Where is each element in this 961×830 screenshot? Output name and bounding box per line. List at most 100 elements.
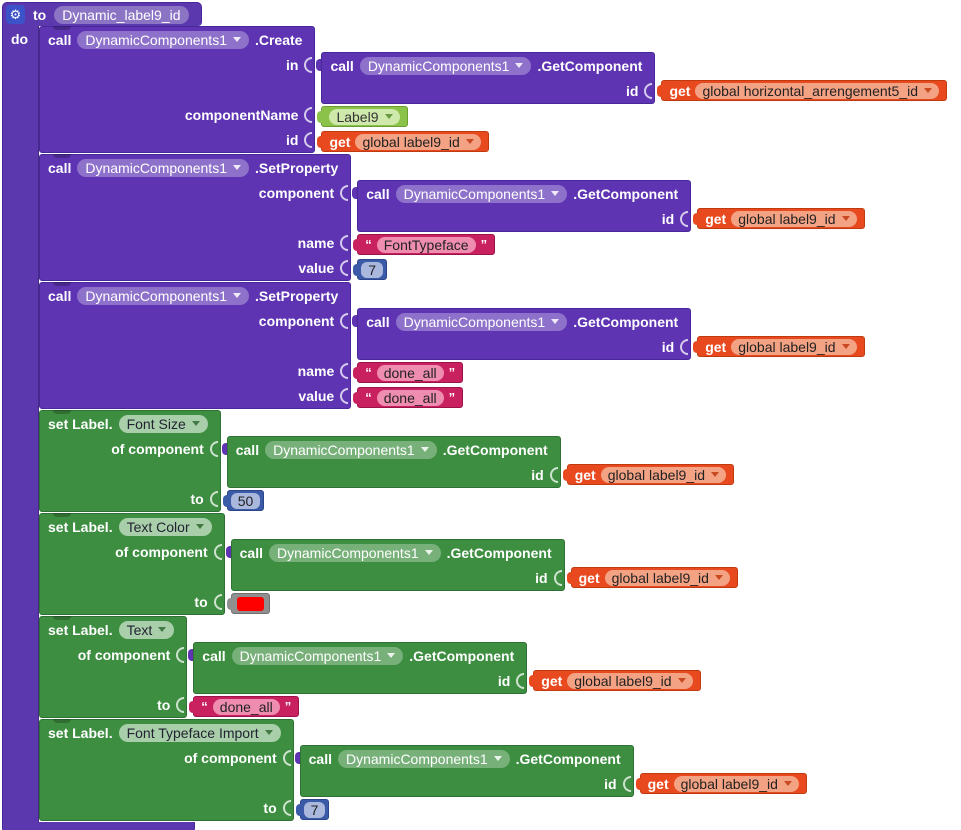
- number-value[interactable]: 7: [361, 261, 384, 278]
- variable-dropdown[interactable]: global label9_id: [567, 672, 693, 689]
- chevron-down-icon: [493, 756, 502, 761]
- get-label: get: [647, 775, 669, 792]
- component-dropdown-value: DynamicComponents1: [276, 544, 419, 561]
- text-value[interactable]: FontTypeface: [376, 236, 476, 253]
- close-quote: ”: [480, 237, 488, 252]
- variable-name: global label9_id: [362, 133, 460, 150]
- param-label: of component: [184, 749, 277, 766]
- open-quote: “: [365, 390, 372, 405]
- component-dropdown[interactable]: DynamicComponents1: [395, 312, 568, 331]
- do-label: do: [11, 31, 29, 47]
- variable-name: global label9_id: [738, 338, 836, 355]
- text-value[interactable]: done_all: [376, 389, 444, 406]
- text-value[interactable]: done_all: [376, 364, 444, 381]
- variable-dropdown[interactable]: global label9_id: [355, 133, 481, 150]
- input-socket: [644, 82, 653, 99]
- get-variable-block[interactable]: get global label9_id: [570, 567, 738, 588]
- param-label: id: [625, 82, 639, 99]
- property-dropdown[interactable]: Font Typeface Import: [118, 723, 281, 742]
- procedure-name-field[interactable]: Dynamic_label9_id: [54, 5, 189, 24]
- chevron-down-icon: [783, 781, 792, 786]
- call-getcomponent-block[interactable]: call DynamicComponents1 .GetComponent id: [225, 539, 738, 591]
- param-label: id: [531, 466, 544, 483]
- set-property-block[interactable]: set Label. Text of component to: [39, 616, 701, 719]
- text-string-block[interactable]: “ done_all ”: [357, 387, 464, 408]
- chevron-down-icon: [714, 575, 723, 580]
- input-socket: [304, 106, 313, 123]
- variable-dropdown[interactable]: global label9_id: [673, 775, 799, 792]
- component-dropdown[interactable]: DynamicComponents1: [265, 440, 437, 459]
- get-variable-block[interactable]: get global horizontal_arrengement5_id: [661, 80, 948, 101]
- number-value[interactable]: 7: [303, 801, 326, 818]
- component-dropdown[interactable]: DynamicComponents1: [395, 184, 568, 203]
- call-getcomponent-block[interactable]: call DynamicComponents1 .GetComponent id: [188, 642, 701, 694]
- variable-dropdown[interactable]: global label9_id: [604, 569, 730, 586]
- component-dropdown-value: DynamicComponents1: [345, 750, 488, 767]
- variable-dropdown[interactable]: global label9_id: [600, 466, 727, 483]
- open-quote: “: [201, 699, 208, 714]
- method-label: .GetComponent: [537, 57, 643, 74]
- set-property-block[interactable]: set Label. Text Color of component to: [39, 513, 738, 616]
- call-setproperty-block[interactable]: call DynamicComponents1 .SetProperty com…: [39, 154, 865, 282]
- call-getcomponent-block[interactable]: call DynamicComponents1 .GetComponent id: [352, 180, 865, 232]
- color-swatch[interactable]: [236, 596, 264, 611]
- set-label: set Label.: [48, 415, 113, 432]
- property-dropdown[interactable]: Font Size: [118, 414, 208, 433]
- call-setproperty-block[interactable]: call DynamicComponents1 .SetProperty com…: [39, 282, 865, 410]
- chevron-down-icon: [551, 191, 560, 196]
- chevron-down-icon: [841, 344, 850, 349]
- component-dropdown[interactable]: DynamicComponents1: [268, 543, 441, 562]
- input-socket: [553, 569, 562, 586]
- get-variable-block[interactable]: get global label9_id: [533, 670, 701, 691]
- get-variable-block[interactable]: get global label9_id: [697, 336, 865, 357]
- component-dropdown-value: DynamicComponents1: [403, 313, 546, 330]
- number-value[interactable]: 50: [230, 492, 261, 509]
- property-dropdown[interactable]: Text Color: [118, 517, 212, 536]
- set-property-block[interactable]: set Label. Font Typeface Import of compo…: [39, 719, 807, 822]
- call-label: call: [366, 313, 390, 330]
- gear-icon[interactable]: ⚙: [6, 5, 25, 24]
- text-string-block[interactable]: “ FontTypeface ”: [357, 234, 496, 255]
- variable-dropdown[interactable]: global horizontal_arrengement5_id: [695, 82, 940, 99]
- number-block[interactable]: 7: [299, 799, 330, 820]
- input-socket: [209, 490, 218, 507]
- call-getcomponent-block[interactable]: call DynamicComponents1 .GetComponent id: [316, 52, 948, 104]
- text-value[interactable]: done_all: [212, 698, 280, 715]
- number-block[interactable]: 7: [357, 259, 388, 280]
- component-dropdown[interactable]: DynamicComponents1: [77, 30, 249, 49]
- component-dropdown-value: DynamicComponents1: [367, 57, 510, 74]
- property-dropdown-value: Text: [126, 621, 153, 638]
- get-variable-block[interactable]: get global label9_id: [566, 464, 735, 485]
- color-block[interactable]: [230, 593, 270, 614]
- input-socket: [213, 593, 222, 610]
- get-variable-block[interactable]: get global label9_id: [639, 773, 807, 794]
- variable-dropdown[interactable]: global label9_id: [731, 338, 857, 355]
- param-label: to: [194, 593, 208, 610]
- set-property-block[interactable]: set Label. Font Size of component to: [39, 410, 735, 513]
- variable-name: global label9_id: [738, 210, 836, 227]
- component-dropdown[interactable]: DynamicComponents1: [337, 749, 510, 768]
- component-dropdown[interactable]: DynamicComponents1: [77, 286, 249, 305]
- chevron-down-icon: [158, 627, 167, 632]
- call-getcomponent-block[interactable]: call DynamicComponents1 .GetComponent id: [294, 745, 807, 797]
- text-string-block[interactable]: “ done_all ”: [357, 362, 464, 383]
- method-label: .GetComponent: [409, 647, 515, 664]
- call-getcomponent-block[interactable]: call DynamicComponents1 .GetComponent id: [352, 308, 865, 360]
- text-string-block[interactable]: “ done_all ”: [193, 696, 300, 717]
- component-dropdown[interactable]: DynamicComponents1: [77, 158, 249, 177]
- call-getcomponent-block[interactable]: call DynamicComponents1 .GetComponent id: [221, 436, 735, 488]
- property-dropdown[interactable]: Text: [118, 620, 175, 639]
- procedure-header[interactable]: ⚙ to Dynamic_label9_id: [2, 2, 202, 26]
- get-variable-block[interactable]: get global label9_id: [697, 208, 865, 229]
- component-type-dropdown[interactable]: Label9: [329, 108, 400, 125]
- call-create-block[interactable]: call DynamicComponents1 .Create in compo…: [39, 26, 948, 154]
- input-socket: [622, 775, 631, 792]
- get-variable-block[interactable]: get global label9_id: [321, 131, 489, 152]
- component-dropdown[interactable]: DynamicComponents1: [231, 646, 404, 665]
- get-label: get: [541, 672, 563, 689]
- component-type-block[interactable]: Label9: [321, 106, 408, 127]
- variable-dropdown[interactable]: global label9_id: [731, 210, 857, 227]
- component-dropdown[interactable]: DynamicComponents1: [359, 56, 532, 75]
- number-block[interactable]: 50: [226, 490, 265, 511]
